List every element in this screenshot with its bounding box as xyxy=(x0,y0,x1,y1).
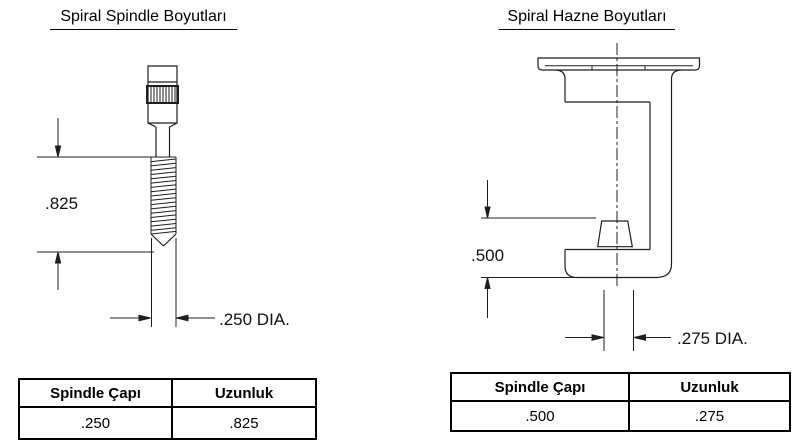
spindle-length-dimension xyxy=(37,118,154,290)
hazne-walls xyxy=(556,70,681,264)
spindle-diameter-extension-lines xyxy=(152,238,177,327)
table-header-uzunluk: Uzunluk xyxy=(173,380,315,408)
spindle-length-dim-label: .825 xyxy=(45,194,79,213)
hazne-dimensions-table: Spindle Çapı Uzunluk .500 .275 xyxy=(450,372,791,432)
table-header-spindle-capi: Spindle Çapı xyxy=(452,374,630,402)
table-header-uzunluk: Uzunluk xyxy=(630,374,789,402)
knurl-band xyxy=(147,86,178,103)
spindle-drawing xyxy=(147,66,178,327)
table-header-spindle-capi: Spindle Çapı xyxy=(20,380,173,408)
table-value-uzunluk: .275 xyxy=(694,407,725,425)
spindle-view-title: Spiral Spindle Boyutları xyxy=(50,8,237,30)
spindle-shaft xyxy=(148,123,177,157)
spindle-seat-cone xyxy=(598,221,633,247)
hazne-flange xyxy=(538,58,700,70)
spindle-dimensions-table: Spindle Çapı Uzunluk .250 .825 xyxy=(18,378,317,440)
table-value-uzunluk: .825 xyxy=(229,414,259,432)
spindle-diameter-dimension xyxy=(110,315,215,321)
hazne-depth-dimension xyxy=(481,180,596,318)
spindle-diameter-dim-label: .250 DIA. xyxy=(219,310,290,329)
table-value-capi: .250 xyxy=(20,408,173,438)
hazne-bottom xyxy=(565,250,672,278)
hazne-depth-dim-label: .500 xyxy=(471,246,505,265)
table-value-capi: .500 xyxy=(452,402,630,430)
hazne-diameter-dimension xyxy=(565,290,671,351)
spindle-tip-cone xyxy=(151,234,176,246)
spindle-threads xyxy=(151,157,176,234)
spindle-knob xyxy=(147,66,178,123)
hazne-diameter-dim-label: .275 DIA. xyxy=(677,329,748,348)
hazne-view-title: Spiral Hazne Boyutları xyxy=(499,8,675,30)
hazne-drawing xyxy=(538,43,700,288)
